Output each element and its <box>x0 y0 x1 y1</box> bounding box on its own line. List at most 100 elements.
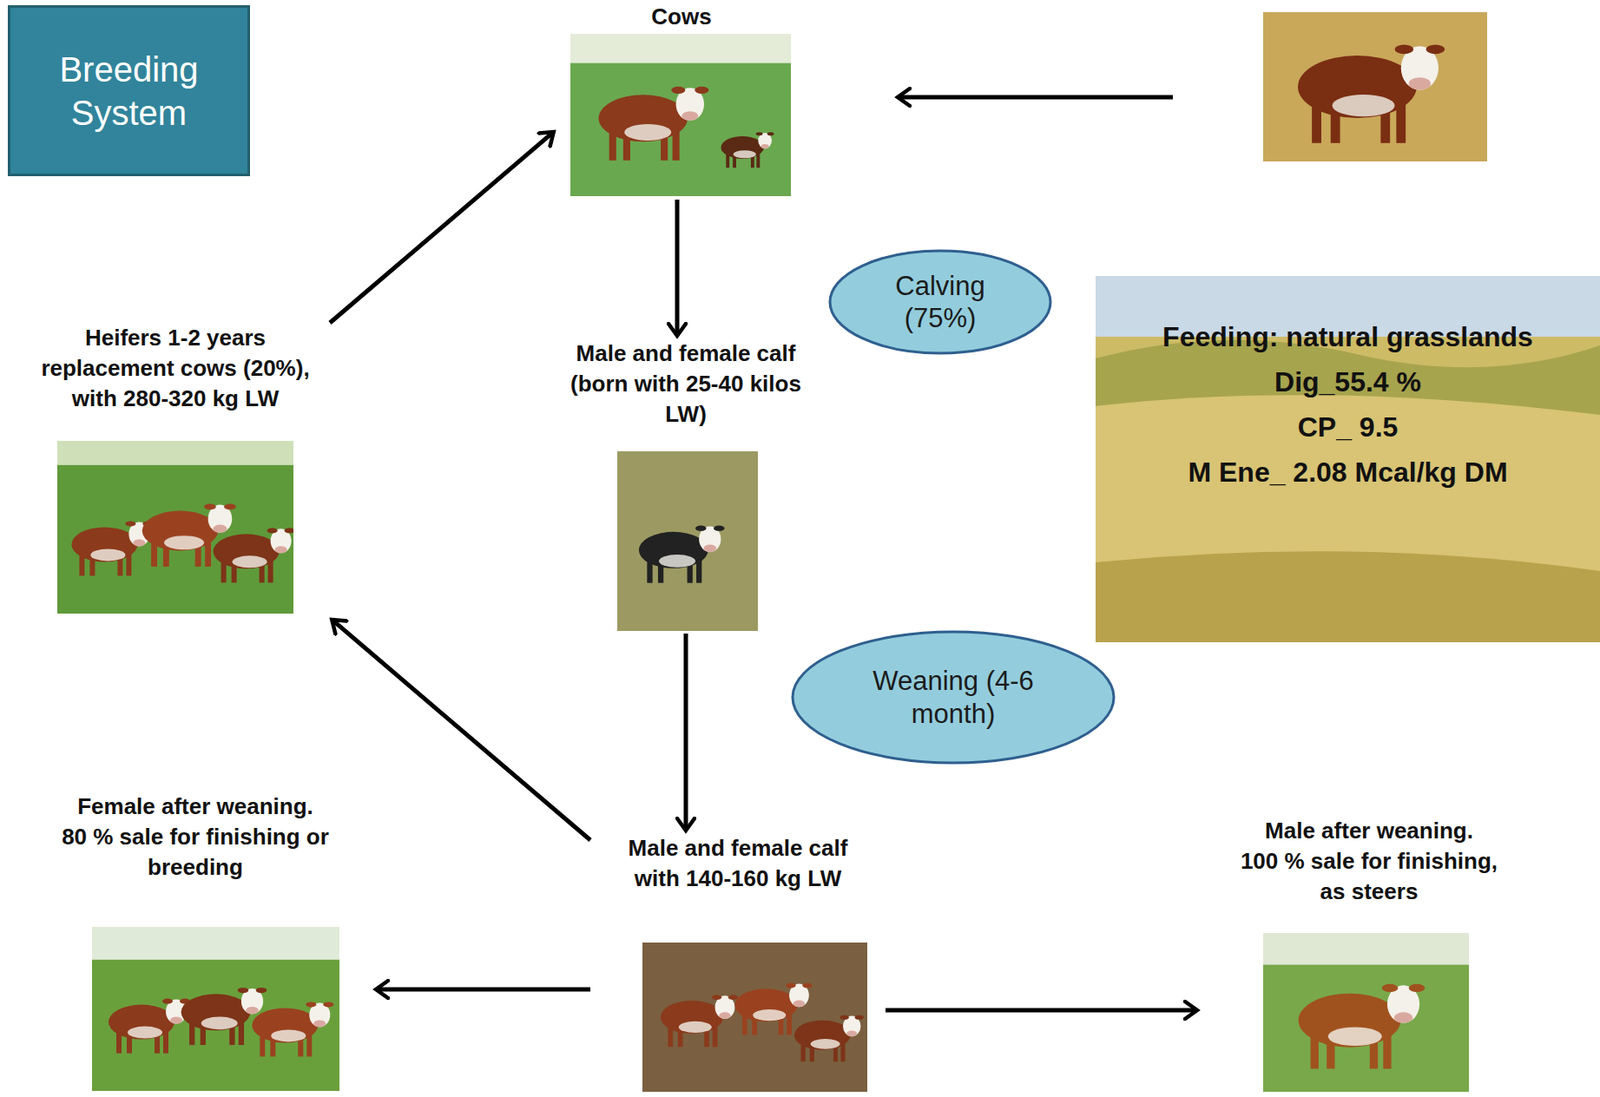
female-node: Female after weaning.80 % sale for finis… <box>17 791 374 1096</box>
flow-arrow <box>331 619 591 841</box>
graphic-part <box>1332 94 1396 117</box>
photo <box>57 441 294 614</box>
node-text: Weaning (4-6 month) <box>862 665 1045 730</box>
graphic-part <box>204 503 217 510</box>
graphic-part <box>660 1000 724 1034</box>
graphic-part <box>142 510 218 551</box>
cows-node: Cows <box>555 0 808 200</box>
photo <box>92 927 340 1092</box>
graphic-part <box>251 1007 318 1043</box>
grassland-photo <box>1095 276 1600 643</box>
graphic-part <box>201 1017 238 1031</box>
flow-arrow <box>329 131 554 323</box>
graphic-part <box>1095 395 1600 643</box>
graphic-part <box>1095 551 1600 643</box>
graphic-part <box>671 86 685 94</box>
graphic-part <box>785 983 796 989</box>
node-text: Male after weaning. <box>1232 816 1507 847</box>
calving-ellipse: Calving (75%) <box>828 249 1053 356</box>
flow-arrow <box>675 199 680 336</box>
graphic-part <box>162 999 173 1005</box>
graphic-part <box>570 33 791 197</box>
graphic-part <box>840 1015 850 1021</box>
node-text: 80 % sale for finishing or breeding <box>52 822 339 883</box>
graphic-part <box>681 111 698 121</box>
graphic-part <box>322 1001 334 1008</box>
graphic-part <box>734 988 797 1022</box>
graphic-part <box>212 525 227 534</box>
photo <box>1263 12 1488 162</box>
graphic-part <box>245 1007 259 1014</box>
node-text: Breeding System <box>25 47 234 135</box>
arrow <box>897 95 1173 100</box>
photo <box>1263 933 1469 1093</box>
graphic-part <box>1263 933 1469 966</box>
node-text: CP_ 9.5 <box>1105 404 1592 450</box>
heifers-node: Heifers 1-2 years replacement cows (20%)… <box>1 322 349 619</box>
graphic-part <box>237 987 250 994</box>
graphic-part <box>1298 994 1402 1048</box>
graphic-part <box>181 994 251 1031</box>
graphic-part <box>642 942 868 1093</box>
graphic-part <box>624 124 672 141</box>
graphic-part <box>108 1005 175 1041</box>
graphic-part <box>223 503 237 510</box>
graphic-part <box>57 441 294 466</box>
graphic-part <box>1409 984 1426 993</box>
node-text: Dig_55.4 % <box>1105 359 1592 405</box>
graphic-part <box>713 526 725 532</box>
node-text: Female after weaning. <box>52 791 339 823</box>
graphic-part <box>694 86 709 94</box>
graphic-part <box>718 1012 731 1020</box>
graphic-part <box>1095 276 1600 643</box>
feeding-panel: Feeding: natural grasslandsDig_55.4 %CP_… <box>1095 276 1600 643</box>
node-text: 100 % sale for finishing, as steers <box>1232 846 1507 908</box>
photo <box>617 451 758 632</box>
graphic-part <box>305 1001 317 1008</box>
graphic-part <box>275 546 288 554</box>
graphic-part <box>284 527 294 534</box>
title-box: Breeding System <box>7 5 251 177</box>
graphic-part <box>92 927 340 1092</box>
graphic-part <box>213 533 280 569</box>
node-text: Calving (75%) <box>875 269 1006 335</box>
ellipse <box>829 250 1051 354</box>
node-text: Male and female calf with 140-160 kg LW <box>612 833 864 895</box>
graphic-part <box>728 994 738 1001</box>
graphic-part <box>57 441 294 614</box>
graphic-part <box>1395 44 1415 54</box>
graphic-part <box>256 987 268 994</box>
weaned-calf-node: Male and female calf with 140-160 kg LW <box>590 833 886 1096</box>
ellipse-outline <box>828 249 1053 356</box>
node-text: Cows <box>559 1 804 33</box>
node-text: Heifers 1-2 years replacement cows (20%)… <box>27 322 323 415</box>
graphic-part <box>1263 933 1469 1093</box>
graphic-part <box>794 1020 851 1051</box>
graphic-part <box>767 131 775 136</box>
graphic-part <box>92 927 340 961</box>
flow-arrow <box>684 633 689 831</box>
flow-arrow <box>885 1008 1198 1014</box>
graphic-part <box>1382 984 1399 993</box>
graphic-part <box>132 539 145 547</box>
graphic-part <box>232 555 268 568</box>
photo <box>642 942 868 1093</box>
graphic-part <box>127 1027 163 1040</box>
graphic-part <box>71 526 138 562</box>
graphic-part <box>1426 44 1446 54</box>
graphic-part <box>711 994 722 1001</box>
graphic-part <box>125 520 136 527</box>
graphic-part <box>658 554 696 568</box>
graphic-part <box>752 1009 786 1021</box>
graphic-part <box>1394 1012 1414 1023</box>
graphic-part <box>1297 55 1417 119</box>
male-node: Male after weaning.100 % sale for finish… <box>1199 816 1539 1096</box>
graphic-part <box>164 535 205 550</box>
graphic-part <box>1409 77 1431 90</box>
graphic-part <box>855 1015 864 1021</box>
graphic-part <box>1263 12 1488 162</box>
graphic-part <box>756 131 764 136</box>
graphic-part <box>810 1039 841 1050</box>
graphic-part <box>170 1017 183 1025</box>
graphic-part <box>617 451 758 632</box>
